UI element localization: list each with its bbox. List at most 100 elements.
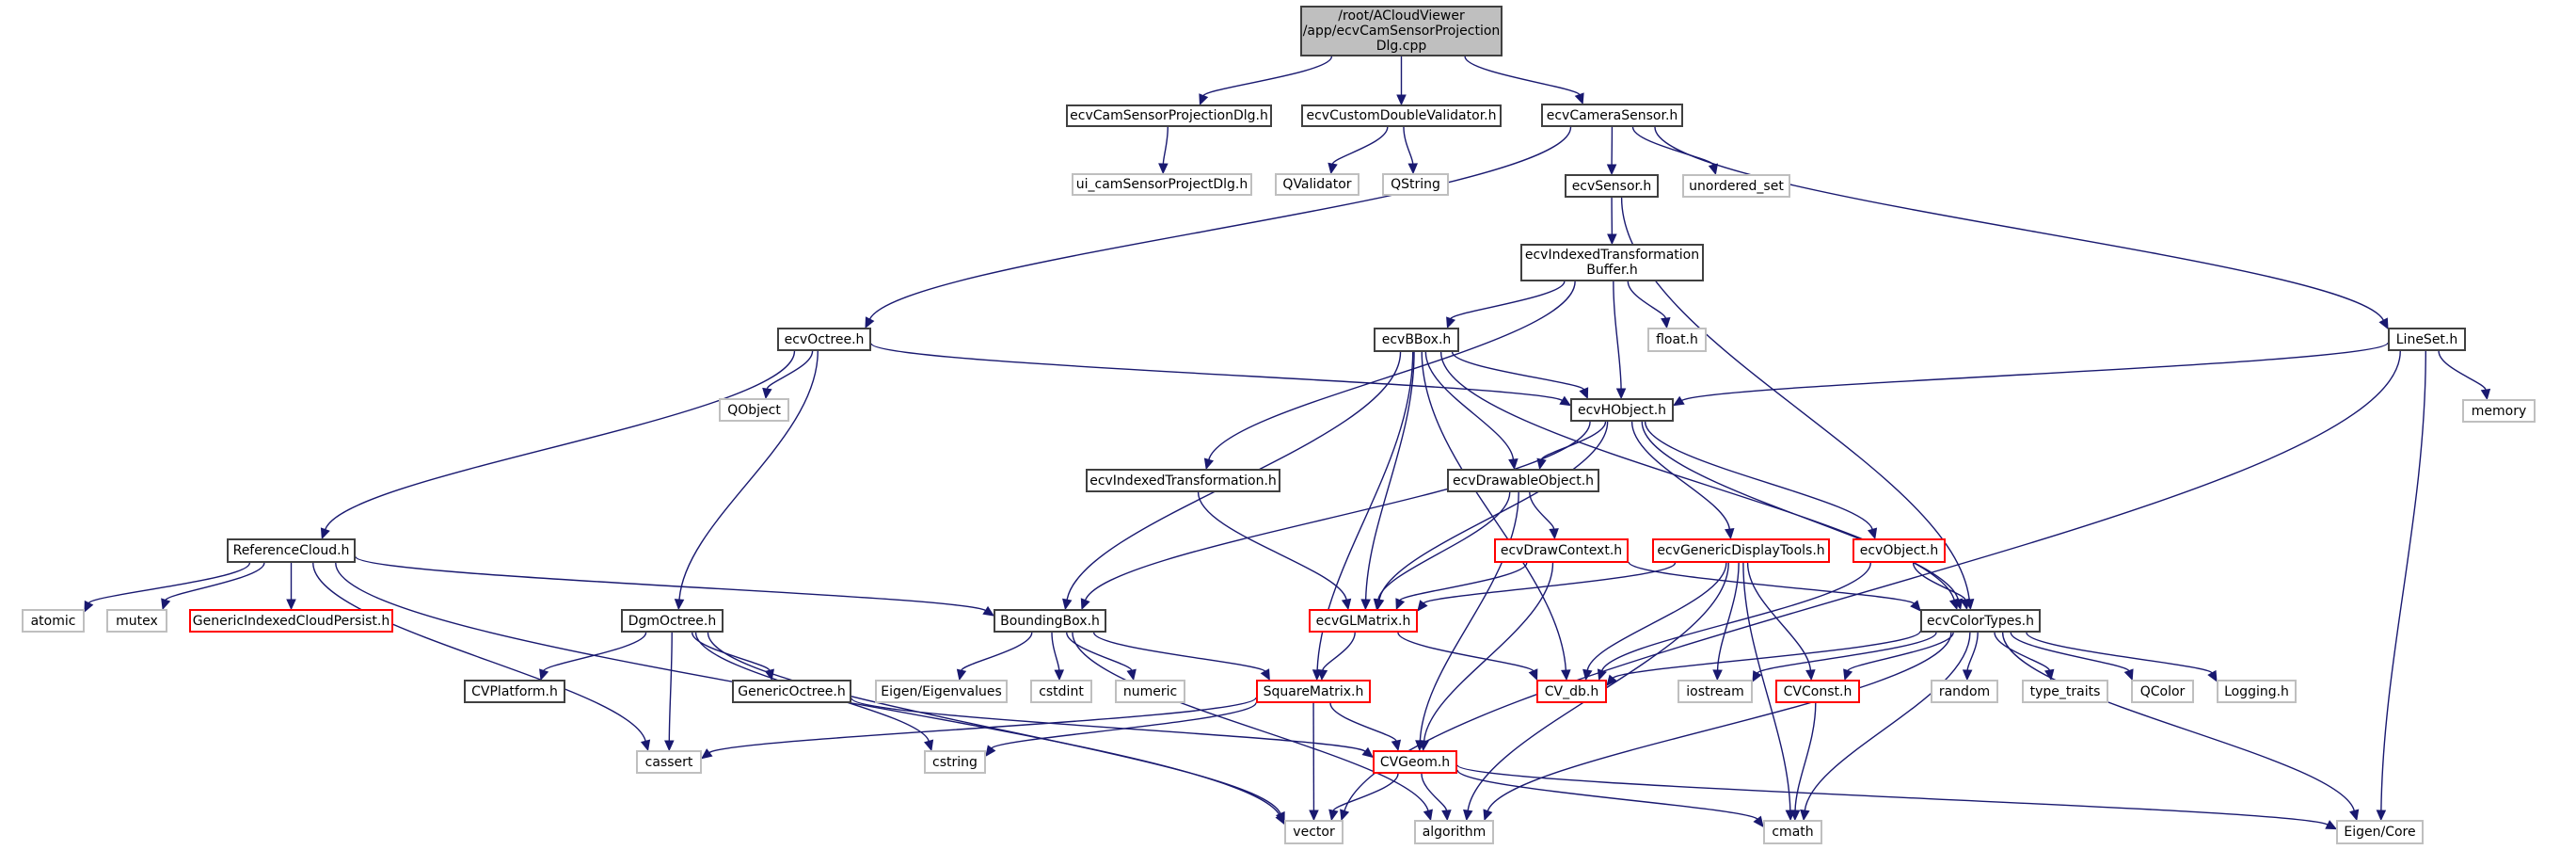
node-eigenvalues: Eigen/Eigenvalues xyxy=(875,680,1008,703)
arrowhead-icon xyxy=(1260,668,1270,682)
node-label: random xyxy=(1938,683,1991,699)
node-iostream: iostream xyxy=(1678,680,1753,703)
node-itbuffer[interactable]: ecvIndexedTransformation Buffer.h xyxy=(1520,244,1704,281)
node-itrans[interactable]: ecvIndexedTransformation.h xyxy=(1086,469,1280,492)
node-hobject[interactable]: ecvHObject.h xyxy=(1570,398,1674,422)
node-lineset[interactable]: LineSet.h xyxy=(2388,328,2466,351)
node-glmatrix[interactable]: ecvGLMatrix.h xyxy=(1309,609,1418,633)
edge-hobject-to-gendisp xyxy=(1630,421,1730,530)
arrowhead-icon xyxy=(2349,809,2360,822)
arrowhead-icon xyxy=(1561,669,1571,682)
node-cmath: cmath xyxy=(1763,820,1822,844)
node-label: ecvIndexedTransformation Buffer.h xyxy=(1524,248,1700,278)
node-drawctx[interactable]: ecvDrawContext.h xyxy=(1494,538,1629,563)
node-camdlg[interactable]: ecvCamSensorProjectionDlg.h xyxy=(1066,104,1272,127)
node-label: unordered_set xyxy=(1689,178,1784,194)
edge-refcloud-to-atomic xyxy=(87,562,251,604)
arrowhead-icon xyxy=(2325,820,2338,830)
arrowhead-icon xyxy=(1407,163,1418,175)
node-qvalidator: QValidator xyxy=(1275,173,1360,196)
arrowhead-icon xyxy=(956,668,967,682)
node-label: GenericOctree.h xyxy=(738,683,846,699)
node-octree[interactable]: ecvOctree.h xyxy=(777,328,871,351)
node-label: mutex xyxy=(116,613,158,629)
edge-customval-to-qstring xyxy=(1403,126,1414,165)
node-customval[interactable]: ecvCustomDoubleValidator.h xyxy=(1301,104,1502,127)
edge-boundingbox-to-numeric xyxy=(1066,632,1133,671)
node-bbox[interactable]: ecvBBox.h xyxy=(1374,328,1459,352)
node-cvdb[interactable]: CV_db.h xyxy=(1536,680,1607,703)
node-label: numeric xyxy=(1122,683,1178,699)
arrowhead-icon xyxy=(1361,746,1374,759)
arrowhead-icon xyxy=(1606,164,1617,176)
arrowhead-icon xyxy=(1528,668,1538,682)
edge-bbox-to-cvdb xyxy=(1421,351,1567,671)
node-dgmoctree[interactable]: DgmOctree.h xyxy=(621,609,724,633)
node-label: algorithm xyxy=(1422,825,1487,840)
node-memory: memory xyxy=(2462,399,2536,423)
edge-gendisp-to-cvdb xyxy=(1586,562,1727,671)
edge-hobject-to-object xyxy=(1644,421,1873,530)
node-label: cstdint xyxy=(1039,683,1084,699)
arrowhead-icon xyxy=(1843,668,1853,682)
arrowhead-icon xyxy=(1960,598,1970,611)
edge-gendisp-to-glmatrix xyxy=(1423,562,1677,604)
node-label: atomic xyxy=(30,613,76,629)
node-refcloud[interactable]: ReferenceCloud.h xyxy=(227,538,356,563)
arrowhead-icon xyxy=(1340,809,1350,822)
node-label: ecvGenericDisplayTools.h xyxy=(1657,543,1825,558)
edge-refcloud-to-cassert xyxy=(312,562,646,742)
edge-octree-to-qobject xyxy=(766,350,814,390)
node-label: /root/ACloudViewer /app/ecvCamSensorProj… xyxy=(1302,8,1501,54)
edge-customval-to-qvalidator xyxy=(1331,126,1389,165)
node-label: DgmOctree.h xyxy=(628,613,717,629)
node-drawable[interactable]: ecvDrawableObject.h xyxy=(1447,469,1599,492)
node-gendisp[interactable]: ecvGenericDisplayTools.h xyxy=(1652,538,1830,563)
node-squarematrix[interactable]: SquareMatrix.h xyxy=(1256,680,1371,703)
edge-hobject-to-glmatrix xyxy=(1378,421,1609,601)
node-cvplatform[interactable]: CVPlatform.h xyxy=(464,680,565,703)
node-label: GenericIndexedCloudPersist.h xyxy=(192,613,390,629)
node-mutex: mutex xyxy=(106,609,167,633)
arrowhead-icon xyxy=(1328,162,1338,175)
edge-camsensor-to-lineset xyxy=(1654,126,2385,321)
node-label: CV_db.h xyxy=(1544,683,1599,699)
arrowhead-icon xyxy=(1199,93,1209,106)
arrowhead-icon xyxy=(1962,669,1973,682)
arrowhead-icon xyxy=(1712,669,1723,682)
arrowhead-icon xyxy=(1607,233,1617,246)
node-label: QObject xyxy=(727,402,781,418)
node-label: ecvSensor.h xyxy=(1571,178,1652,194)
edge-squarematrix-to-cvgeom xyxy=(1329,702,1397,742)
arrowhead-icon xyxy=(1275,810,1285,824)
edge-squarematrix-to-cstring xyxy=(991,702,1257,749)
edge-cvgeom-to-algorithm xyxy=(1421,773,1448,811)
arrowhead-icon xyxy=(1661,316,1671,329)
edge-root-to-camsensor xyxy=(1464,56,1581,96)
arrowhead-icon xyxy=(1341,598,1352,611)
node-root: /root/ACloudViewer /app/ecvCamSensorProj… xyxy=(1300,6,1503,56)
edge-gendisp-to-iostream xyxy=(1716,562,1740,671)
node-label: Eigen/Eigenvalues xyxy=(881,683,1002,699)
node-cvgeom[interactable]: CVGeom.h xyxy=(1373,750,1457,774)
arrowhead-icon xyxy=(161,598,171,611)
node-genoctree[interactable]: GenericOctree.h xyxy=(732,680,851,703)
arrowhead-icon xyxy=(1725,527,1735,540)
arrowhead-icon xyxy=(1559,395,1572,407)
node-camsensor[interactable]: ecvCameraSensor.h xyxy=(1541,104,1683,127)
edge-itbuffer-to-floath xyxy=(1627,281,1667,319)
edge-colortypes-to-cmath xyxy=(1804,632,1971,811)
node-label: CVPlatform.h xyxy=(471,683,558,699)
edge-bbox-to-glmatrix xyxy=(1364,351,1415,601)
edge-camdlg-to-uicam xyxy=(1162,126,1169,165)
node-object[interactable]: ecvObject.h xyxy=(1852,538,1946,563)
arrowhead-icon xyxy=(1463,809,1473,822)
node-gicp[interactable]: GenericIndexedCloudPersist.h xyxy=(189,609,393,633)
node-label: ecvDrawableObject.h xyxy=(1452,473,1595,489)
edge-camsensor-to-octree xyxy=(868,126,1572,320)
node-boundingbox[interactable]: BoundingBox.h xyxy=(994,609,1106,633)
node-cvconst[interactable]: CVConst.h xyxy=(1775,680,1860,703)
edge-colortypes-to-iostream xyxy=(1757,632,1937,674)
node-sensor[interactable]: ecvSensor.h xyxy=(1565,174,1659,198)
node-colortypes[interactable]: ecvColorTypes.h xyxy=(1920,609,2041,633)
